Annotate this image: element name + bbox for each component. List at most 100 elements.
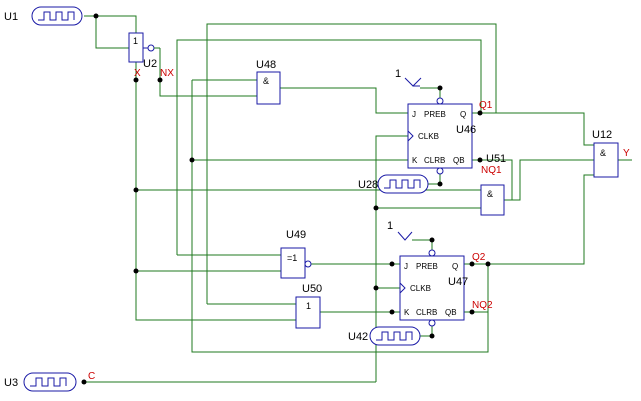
source-u3-label: U3 (4, 377, 18, 389)
inverter-bubble-icon (428, 319, 436, 327)
source-u3[interactable]: U3 (4, 372, 77, 392)
square-wave-icon (30, 377, 67, 387)
wire-clock-bus (375, 135, 408, 382)
junction (93, 13, 99, 19)
wire-u1-u2 (95, 16, 129, 49)
gate-u50-body (295, 296, 321, 329)
gate-u51-symbol: & (487, 189, 493, 199)
source-u28-label: U28 (358, 179, 378, 191)
square-wave-icon (376, 331, 413, 341)
net-labels: X NX Q1 NQ1 Q2 NQ2 Y C (88, 68, 630, 382)
wire-q2 (464, 174, 594, 265)
gate-u50[interactable]: U50 1 (295, 283, 322, 329)
wire-x-bus (135, 62, 296, 321)
source-u1-label: U1 (4, 11, 18, 23)
junction (133, 268, 139, 274)
junction (469, 261, 475, 267)
net-label-y: Y (623, 148, 630, 159)
junction (477, 110, 483, 116)
gate-u50-label: U50 (302, 283, 322, 295)
gate-u51[interactable]: U51 & (480, 153, 506, 216)
gate-u2[interactable]: 1 U2 (128, 32, 161, 70)
source-u3-body (23, 372, 77, 392)
gate-u49-symbol: =1 (287, 253, 297, 263)
junctions (81, 13, 491, 385)
pin-clkb: CLKB (418, 132, 439, 141)
gate-u48-label: U48 (256, 59, 276, 71)
preset-arrow-icon (397, 231, 413, 241)
wire-u48-in (191, 80, 489, 353)
net-label-q1: Q1 (479, 100, 493, 111)
gate-u50-symbol: 1 (306, 301, 311, 311)
flipflop-u46-label: U46 (456, 124, 476, 136)
flipflop-u47[interactable]: 1 J PREB Q CLKB K CLRB QB U47 (387, 220, 468, 327)
pin-clrb: CLRB (416, 308, 437, 317)
pin-q: Q (460, 110, 466, 119)
pin-q: Q (452, 262, 458, 271)
gate-u49[interactable]: U49 =1 (280, 229, 312, 279)
inverter-bubble-icon (436, 97, 444, 105)
gate-u48[interactable]: U48 & (256, 59, 281, 105)
net-label-nq1: NQ1 (481, 165, 502, 176)
wire-u1-out (84, 15, 137, 33)
junction (429, 237, 435, 243)
source-u1[interactable]: U1 (4, 6, 83, 26)
pin-k: K (412, 156, 418, 165)
net-label-nq2: NQ2 (472, 300, 493, 311)
pin-j: J (412, 110, 416, 119)
net-label-q2: Q2 (472, 252, 486, 263)
junction (81, 379, 87, 385)
pin-qb: QB (445, 308, 457, 317)
pin-clkb: CLKB (410, 284, 431, 293)
flipflop-u46-body (407, 103, 473, 169)
junction (157, 77, 163, 83)
source-u42[interactable]: U42 (348, 326, 421, 346)
clock-edge-icon (407, 130, 414, 142)
wire-top-nq1 (176, 39, 482, 255)
junction (389, 309, 395, 315)
gate-u2-symbol: 1 (133, 36, 138, 46)
gate-u51-label: U51 (486, 153, 506, 165)
junction (133, 187, 139, 193)
junction (373, 285, 379, 291)
net-label-c: C (88, 371, 95, 382)
gate-u12-symbol: & (600, 148, 606, 158)
source-u42-label: U42 (348, 331, 368, 343)
wire-nx-u48 (159, 62, 257, 97)
junction (485, 261, 491, 267)
pin-preb: PREB (424, 110, 446, 119)
junction (437, 181, 443, 187)
inverter-bubble-icon (147, 44, 155, 52)
junction (477, 157, 483, 163)
clock-edge-icon (399, 282, 406, 294)
net-label-nx: NX (160, 68, 174, 79)
gate-u2-label: U2 (143, 58, 157, 70)
gate-u51-body (480, 184, 505, 216)
source-u28[interactable]: U28 (358, 174, 429, 194)
junction (133, 77, 139, 83)
gate-u12-body (593, 142, 619, 178)
pin-k: K (404, 308, 410, 317)
wire-u51-u12 (504, 159, 594, 201)
flipflop-u46[interactable]: 1 J PREB Q CLKB K CLRB QB U46 (395, 68, 476, 175)
wire-u48-j (280, 87, 408, 114)
pin-clrb: CLRB (424, 156, 445, 165)
pin-j: J (404, 262, 408, 271)
wire-q1 (472, 112, 594, 146)
gate-u48-symbol: & (263, 76, 269, 86)
inverter-bubble-icon (304, 260, 312, 268)
gate-u48-body (256, 71, 281, 105)
inverter-bubble-icon (428, 249, 436, 257)
square-wave-icon (38, 11, 75, 21)
gate-u12[interactable]: U12 & (592, 129, 619, 178)
flipflop-u46-const: 1 (395, 68, 401, 80)
junction (373, 205, 379, 211)
inverter-bubble-icon (436, 167, 444, 175)
junction (469, 309, 475, 315)
preset-arrow-icon (404, 77, 422, 87)
net-label-x: X (134, 68, 141, 79)
square-wave-icon (384, 179, 421, 189)
junction (389, 261, 395, 267)
